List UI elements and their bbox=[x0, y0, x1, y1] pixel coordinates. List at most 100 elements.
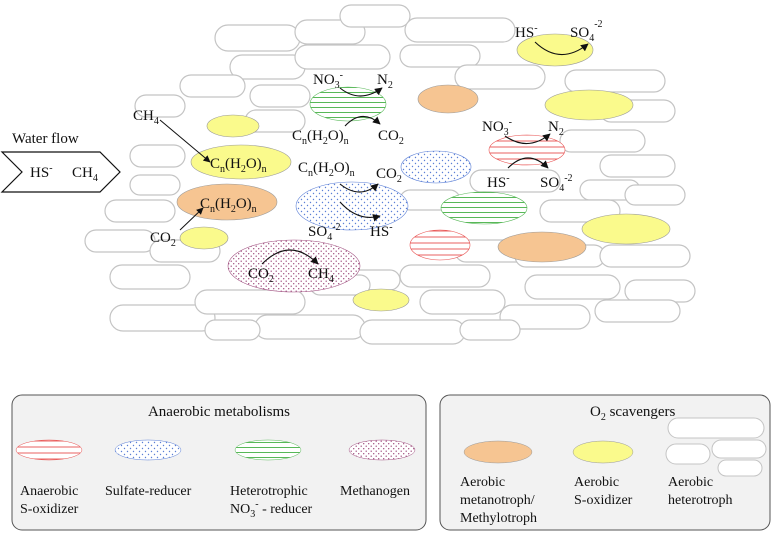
reaction-arrow-bottom bbox=[344, 115, 381, 127]
hs-label: HS- bbox=[487, 173, 510, 191]
reaction-arrow-top bbox=[504, 133, 551, 145]
so4-label: SO4-2 bbox=[540, 173, 573, 194]
substrate-label-blue: Cn(H2O)n bbox=[298, 160, 355, 179]
ch4-input: CH4 bbox=[133, 108, 211, 163]
outline-cell bbox=[419, 289, 506, 315]
ch4-input-label: CH4 bbox=[133, 108, 159, 127]
outline-cell bbox=[194, 289, 306, 315]
outline-cell bbox=[294, 44, 391, 70]
legend-label-aerobic-s-oxidizer-1: Aerobic bbox=[574, 475, 619, 490]
co2-methanogen-label: CO2 bbox=[248, 266, 274, 285]
legend-label-sulfate-reducer: Sulfate-reducer bbox=[105, 484, 192, 499]
legend-swatch-anaerobic-s-oxidizer bbox=[15, 439, 83, 461]
outline-cell bbox=[254, 314, 366, 340]
sulfate-reaction: CO2 SO4-2 HS- bbox=[308, 166, 402, 243]
aerobic-s-reaction: HS- SO4-2 bbox=[515, 19, 603, 56]
aerobic-s-oxidizer-cell bbox=[190, 144, 292, 180]
aerobic-s-oxidizer-cell bbox=[516, 33, 594, 67]
outline-cell bbox=[399, 44, 481, 68]
outline-cell bbox=[104, 199, 176, 223]
ch4-input-arrow bbox=[159, 119, 211, 163]
outline-cell bbox=[339, 4, 411, 28]
substrate-label-yellow: Cn(H2O)n bbox=[210, 156, 267, 175]
legend-anaerobic-title: Anaerobic metabolisms bbox=[148, 404, 290, 420]
co2-label: CO2 bbox=[378, 128, 404, 147]
legend-swatch-heterotrophic bbox=[234, 439, 302, 461]
anaerobic-s-oxidizer-cell bbox=[409, 229, 471, 261]
legend-label-methanotroph-2: metanotroph/ bbox=[460, 493, 535, 508]
legend-label-anaerobic-s-oxidizer-2: S-oxidizer bbox=[20, 502, 79, 517]
so4-label: SO4-2 bbox=[308, 222, 341, 243]
legend-o2: O2 scavengers Aerobic metanotroph/ Methy… bbox=[439, 394, 771, 531]
legend-label-methanotroph-1: Aerobic bbox=[460, 475, 505, 490]
legend-swatch-heterotroph bbox=[665, 417, 767, 477]
outline-cell bbox=[214, 24, 301, 52]
outline-cell bbox=[711, 439, 767, 459]
legend-label-methanotroph-3: Methylotroph bbox=[460, 511, 537, 526]
anaerobic-cells bbox=[227, 86, 566, 293]
legend-anaerobic-box bbox=[11, 394, 427, 531]
legend-label-heterotrophic: Heterotrophic bbox=[230, 484, 308, 499]
outline-cell bbox=[599, 154, 676, 178]
reaction-arrow bbox=[261, 249, 319, 265]
flow-arrow-shape bbox=[0, 151, 121, 193]
outline-cell bbox=[109, 264, 191, 290]
outline-cell bbox=[539, 199, 621, 223]
legend-label-methanogen: Methanogen bbox=[340, 484, 410, 499]
outline-cell bbox=[459, 319, 521, 341]
outline-cell bbox=[454, 64, 546, 90]
water-flow-label: Water flow bbox=[12, 131, 79, 147]
anaerobic-s-reaction: NO3- N2 HS- SO4-2 bbox=[482, 117, 573, 194]
legend-swatch-methanotroph bbox=[463, 440, 533, 464]
no3-label: NO3- bbox=[313, 70, 343, 91]
legend-swatch-aerobic-s-oxidizer bbox=[572, 440, 634, 464]
outline-cell bbox=[524, 274, 621, 300]
outline-cell bbox=[564, 69, 666, 93]
outline-cell bbox=[179, 74, 246, 98]
aerobic-methanotroph-cell bbox=[497, 231, 587, 263]
outline-cell bbox=[404, 17, 516, 43]
reaction-arrow-bottom bbox=[507, 157, 549, 169]
outline-cell bbox=[717, 459, 763, 477]
reaction-arrow-bottom bbox=[339, 201, 381, 222]
legend-o2-title: O2 scavengers bbox=[590, 404, 676, 423]
hs-out-label: HS- bbox=[370, 222, 393, 240]
hs-label: HS- bbox=[515, 23, 538, 41]
outline-cell bbox=[204, 319, 261, 341]
no3-label: NO3- bbox=[482, 117, 512, 138]
so4-label: SO4-2 bbox=[570, 19, 603, 44]
sulfate-reducer-cell bbox=[400, 150, 472, 184]
heterotroph-reaction: NO3- N2 CO2 bbox=[313, 70, 404, 147]
outline-cell bbox=[399, 264, 491, 288]
outline-cell bbox=[84, 229, 156, 253]
methanogen-reaction: CO2 CH4 bbox=[248, 249, 334, 285]
reaction-arrow-top bbox=[339, 87, 383, 97]
outline-cell bbox=[599, 244, 691, 268]
aerobic-s-oxidizer-cell bbox=[544, 89, 634, 121]
n2-label: N2 bbox=[377, 72, 393, 91]
outline-cell bbox=[667, 417, 765, 439]
o2-scavenger-cells bbox=[176, 33, 671, 312]
outline-cell bbox=[469, 169, 561, 193]
legend-anaerobic: Anaerobic metabolisms Anaerobic S-oxidiz… bbox=[11, 394, 427, 531]
substrate-label-orange: Cn(H2O)n bbox=[200, 196, 257, 215]
anaerobic-s-oxidizer-cell bbox=[488, 134, 566, 166]
co2-out-label: CO2 bbox=[376, 166, 402, 185]
substrate-labels: Cn(H2O)n Cn(H2O)n Cn(H2O)n Cn(H2O)n bbox=[200, 128, 355, 215]
co2-input: CO2 bbox=[150, 207, 204, 249]
substrate-label-green: Cn(H2O)n bbox=[292, 128, 349, 147]
outline-cell bbox=[359, 319, 466, 345]
flow-hs: HS- bbox=[30, 163, 53, 181]
aerobic-s-oxidizer-cell bbox=[206, 114, 260, 138]
outline-cell bbox=[134, 94, 186, 118]
outline-cell bbox=[229, 54, 306, 80]
outline-cell bbox=[665, 443, 711, 465]
legend-label-heterotrophic-2: NO3- - reducer bbox=[230, 499, 313, 520]
co2-input-arrow bbox=[179, 207, 204, 231]
outline-cell bbox=[109, 304, 216, 332]
background-cells bbox=[84, 4, 696, 345]
outline-cell bbox=[129, 174, 181, 196]
outline-cell bbox=[129, 144, 186, 168]
n2-label: N2 bbox=[548, 119, 564, 138]
legend-swatch-sulfate-reducer bbox=[114, 439, 182, 461]
